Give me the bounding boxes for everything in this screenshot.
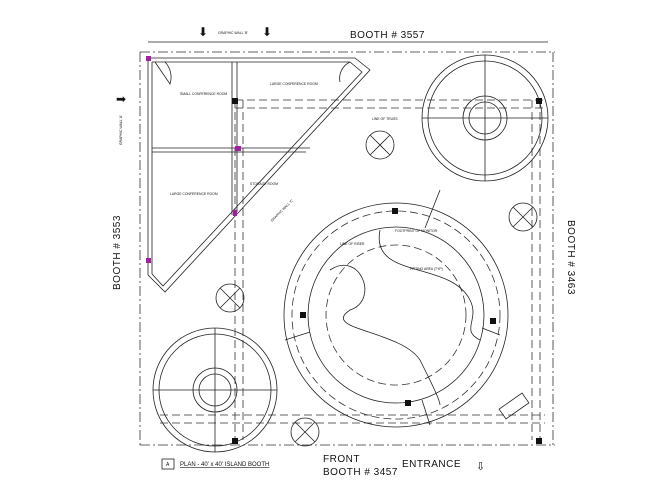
large-conference-top-label: LARGE CONFERENCE ROOM (270, 82, 318, 86)
small-conference-label: SMALL CONFERENCE ROOM (180, 92, 227, 96)
truss-tower (215, 283, 245, 313)
plan-title: PLAN - 40' x 40' ISLAND BOOTH (180, 462, 269, 468)
storage-label: STORAGE ROOM (250, 182, 278, 186)
circular-truss-upper (421, 54, 549, 182)
arrow-down-icon: ⬇ (198, 25, 208, 39)
line-of-riser-label: LINE OF RISER (340, 242, 365, 246)
graphic-wall-c-label: GRAPHIC WALL 'C' (270, 198, 294, 222)
fitting-area-label: FITTING AREA (TYP) (410, 267, 443, 271)
booth-bottom-label: BOOTH # 3457 (323, 467, 398, 478)
line-of-truss-label: LINE OF TRUSS (372, 117, 398, 121)
graphic-wall-b-label: GRAPHIC WALL 'B' (218, 31, 248, 35)
column-marker (146, 258, 151, 263)
arrow-right-icon: ➡ (116, 92, 126, 106)
graphic-wall-a-label: GRAPHIC WALL 'A' (119, 115, 123, 145)
circular-truss-lower (152, 327, 278, 453)
plan-marker (161, 458, 175, 470)
central-riser: LINE OF RISER FOOTPRINT OF MONITOR FITTI… (283, 189, 509, 428)
column-marker (235, 146, 241, 151)
truss-tower (365, 130, 395, 160)
truss-tower (508, 202, 538, 232)
booth-boundary (139, 41, 555, 446)
footprint-monitor-label: FOOTPRINT OF MONITOR (395, 229, 438, 233)
booth-right-label: BOOTH # 3463 (565, 220, 576, 295)
booth-top-label: BOOTH # 3557 (350, 30, 425, 41)
arrow-down-outline-icon: ⇩ (476, 461, 485, 473)
truss-tower (290, 417, 320, 447)
arrow-down-icon: ⬇ (262, 25, 272, 39)
column-marker (233, 210, 237, 216)
plan-number: A (166, 462, 170, 468)
counter (498, 392, 530, 420)
truss-columns (232, 98, 542, 444)
booth-left-label: BOOTH # 3553 (112, 215, 123, 290)
front-label: FRONT (323, 454, 360, 465)
column-marker (146, 56, 151, 61)
large-conference-label: LARGE CONFERENCE ROOM (170, 192, 218, 196)
conference-rooms: SMALL CONFERENCE ROOM LARGE CONFERENCE R… (146, 56, 398, 293)
entrance-label: ENTRANCE (402, 459, 461, 470)
